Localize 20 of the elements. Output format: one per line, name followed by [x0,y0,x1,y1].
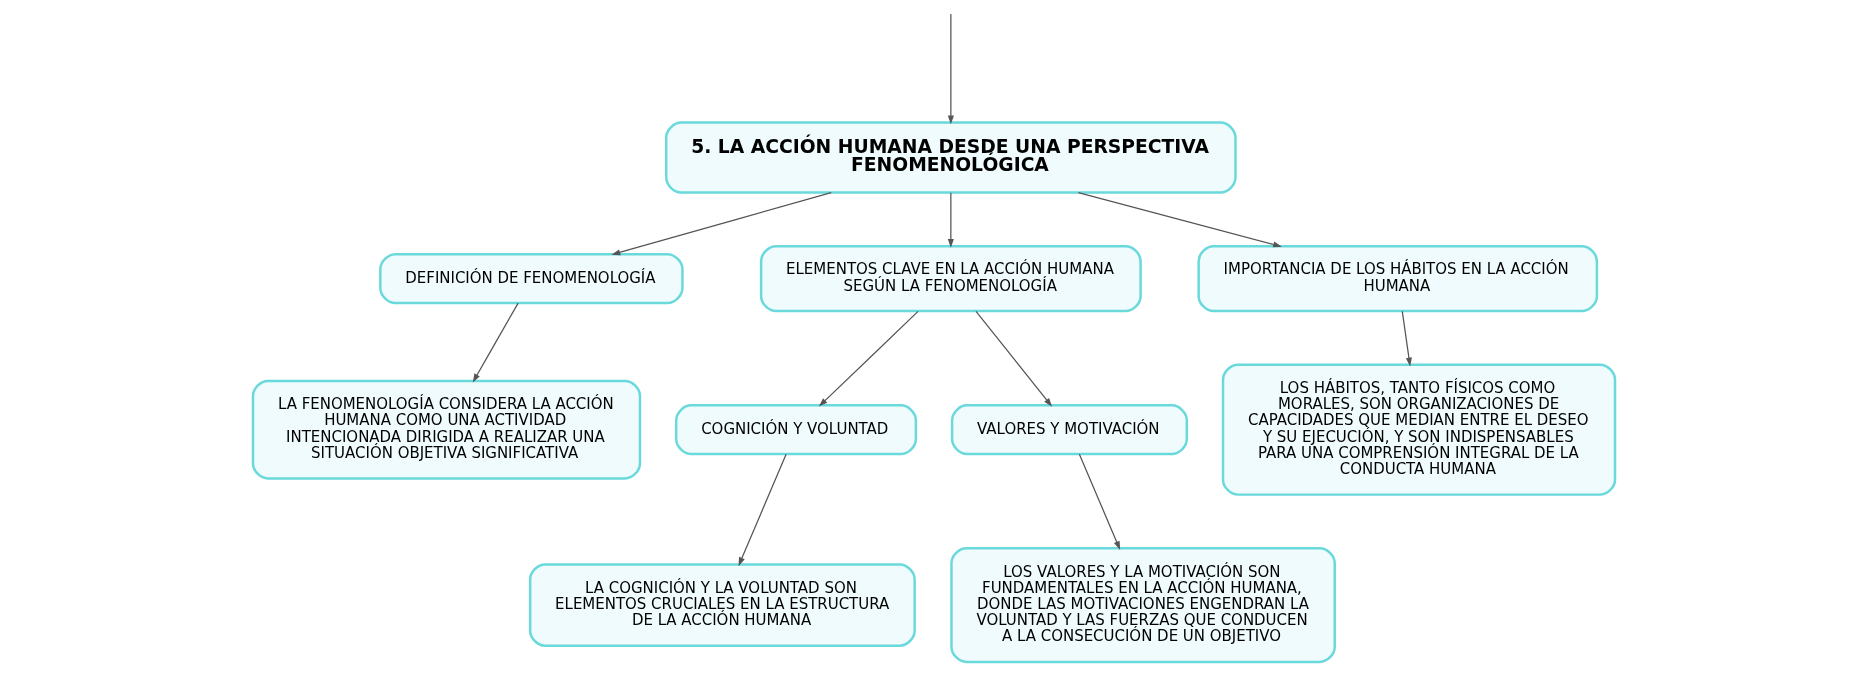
node-box: LA COGNICIÓN Y LA VOLUNTAD SON ELEMENTOS CRUCIALES EN LA ESTRUCTURA DE LA ACCIÓN HUMANA [528,563,916,647]
arrow [1077,192,1282,248]
arrow [1078,453,1121,550]
node-box: LA FENOMENOLOGÍA CONSIDERA LA ACCIÓN HUMANA COMO UNA ACTIVIDAD INTENCIONADA DIRIGIDA A REALIZAR UNA SITUACIÓN OBJETIVA SIGNIFICATIVA [251,379,642,480]
arrow [1401,310,1412,367]
node-box: DEFINICIÓN DE FENOMENOLOGÍA [379,253,684,305]
node-box: 5. LA ACCIÓN HUMANA DESDE UNA PERSPECTIVA FENOMENOLÓGICA [664,121,1237,194]
arrow [975,310,1053,407]
node-box: LOS VALORES Y LA MOTIVACIÓN SON FUNDAMENTALES EN LA ACCIÓN HUMANA, DONDE LAS MOTIVACIONES ENGENDRAN LA VOLUNTAD Y LAS FUERZAS QUE CONDUCEN A LA CONSECUCIÓN DE UN OBJETIVO [950,547,1336,664]
node-box: ELEMENTOS CLAVE EN LA ACCIÓN HUMANA SEGÚN LA FENOMENOLOGÍA [759,244,1142,313]
arrow [947,13,954,125]
node-box: VALORES Y MOTIVACIÓN [950,404,1189,456]
arrow [738,453,787,567]
arrow [818,310,919,407]
node-box: IMPORTANCIA DE LOS HÁBITOS EN LA ACCIÓN HUMANA [1197,244,1599,313]
arrow [472,302,519,383]
arrow [611,192,832,256]
node-box: LOS HÁBITOS, TANTO FÍSICOS COMO MORALES, SON ORGANIZACIONES DE CAPACIDADES QUE MEDIAN ENTRE EL DESEO Y SU EJECUCIÓN, Y SON INDISPENSABLES PARA UNA COMPRENSIÓN INTEGRAL DE LA CONDUCTA HUMANA [1221,363,1617,496]
node-box: COGNICIÓN Y VOLUNTAD [674,404,918,456]
arrow [947,192,954,248]
